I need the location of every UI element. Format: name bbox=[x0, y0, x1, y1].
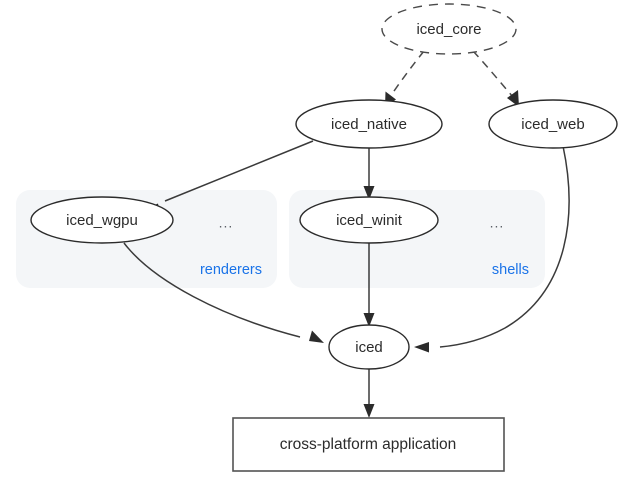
node-application-shape[interactable] bbox=[232, 417, 505, 472]
node-iced-web[interactable]: iced_web bbox=[488, 99, 618, 149]
node-iced-wgpu-shape[interactable] bbox=[30, 196, 174, 244]
cluster-shells-label: shells bbox=[492, 262, 529, 278]
edge-iced-to-application bbox=[363, 369, 375, 418]
node-application-label: cross-platform application bbox=[280, 436, 457, 453]
edge-iced-web-to-iced bbox=[414, 145, 570, 353]
node-iced-web-label: iced_web bbox=[521, 116, 584, 133]
node-iced-core-label: iced_core bbox=[416, 21, 481, 38]
node-iced[interactable]: iced bbox=[328, 324, 410, 370]
edge-iced-core-to-iced-web bbox=[472, 50, 519, 107]
node-iced-core-shape[interactable] bbox=[381, 3, 517, 55]
node-iced-winit-shape[interactable] bbox=[299, 196, 439, 244]
node-iced-winit-label: iced_winit bbox=[336, 212, 403, 229]
node-iced-winit[interactable]: iced_winit bbox=[299, 196, 439, 244]
node-iced-web-shape[interactable] bbox=[488, 99, 618, 149]
node-iced-wgpu-label: iced_wgpu bbox=[66, 212, 138, 229]
node-iced-core[interactable]: iced_core bbox=[381, 3, 517, 55]
cluster-shells-ellipsis: ... bbox=[490, 215, 505, 231]
cluster-renderers-ellipsis: ... bbox=[219, 215, 234, 231]
edge-iced-native-to-iced-winit bbox=[363, 147, 375, 200]
node-iced-native[interactable]: iced_native bbox=[295, 99, 443, 149]
edge-iced-wgpu-to-iced bbox=[123, 242, 324, 343]
node-iced-shape[interactable] bbox=[328, 324, 410, 370]
edge-iced-core-to-iced-native bbox=[385, 50, 425, 107]
node-iced-label: iced bbox=[355, 339, 383, 356]
node-cross-platform-application[interactable]: cross-platform application bbox=[232, 417, 505, 472]
cluster-renderers-label: renderers bbox=[200, 262, 262, 278]
edge-iced-winit-to-iced bbox=[363, 242, 375, 327]
node-iced-wgpu[interactable]: iced_wgpu bbox=[30, 196, 174, 244]
node-iced-native-shape[interactable] bbox=[295, 99, 443, 149]
node-iced-native-label: iced_native bbox=[331, 116, 407, 133]
